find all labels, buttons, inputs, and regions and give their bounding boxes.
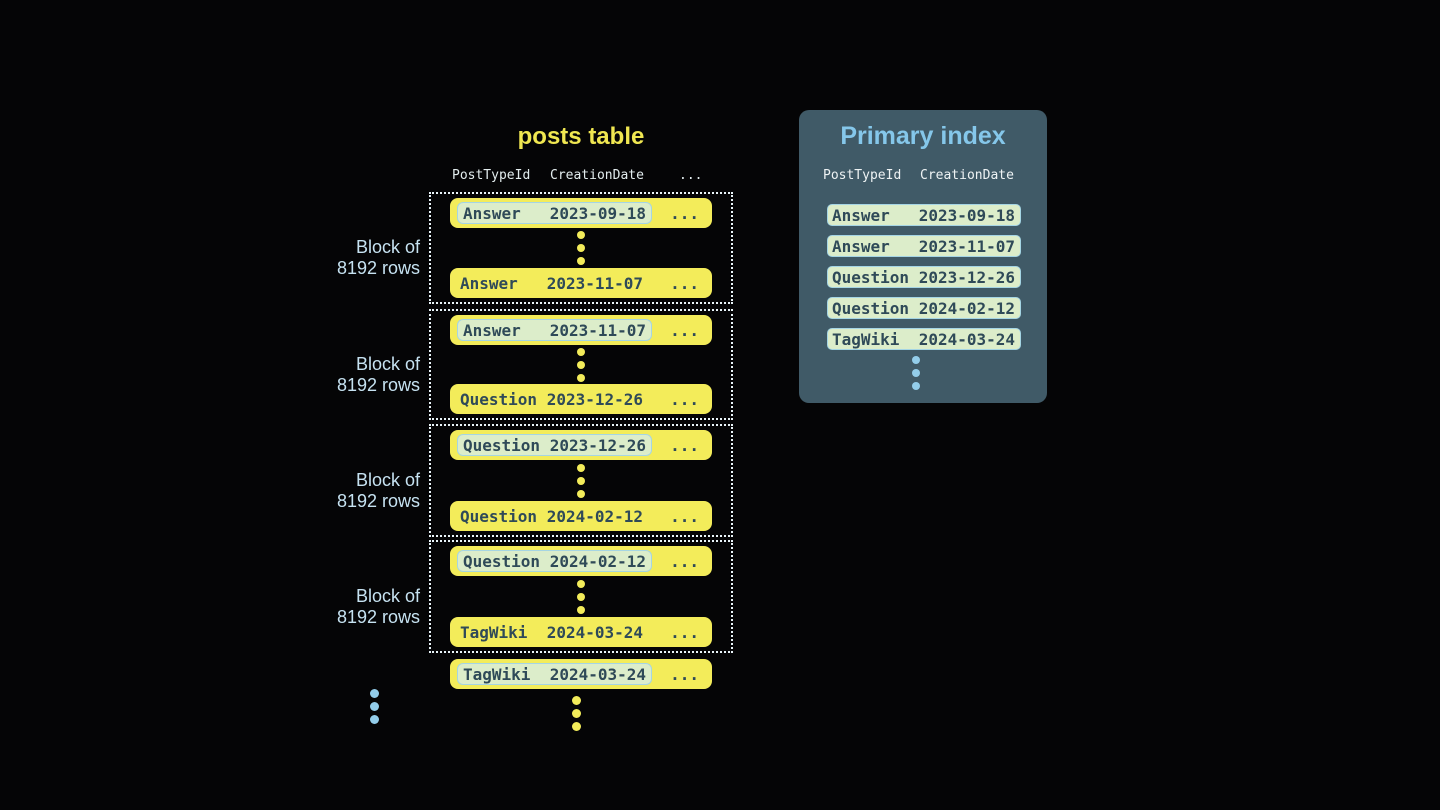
more-rows-dots: [572, 694, 581, 733]
index-entry: Question 2024-02-12: [827, 297, 1021, 319]
indexed-row-highlight: TagWiki 2024-03-24: [457, 663, 653, 685]
continuation-dots: [577, 461, 585, 500]
block-8192-rows-1: Block of 8192 rows Answer 2023-09-18 ...…: [337, 192, 733, 304]
index-entry: Question 2023-12-26: [827, 266, 1021, 288]
block-label-line1: Block of: [355, 237, 420, 257]
more-index-entries-dots: [912, 353, 920, 392]
primary-index-panel: Primary index PostTypeId CreationDate An…: [799, 110, 1047, 403]
block-label-line2: 8192 rows: [336, 258, 420, 278]
primary-index-column-headers: PostTypeId CreationDate: [799, 168, 1047, 185]
table-row-last: Question 2024-02-12 ...: [450, 501, 712, 531]
primary-index-title: Primary index: [840, 122, 1006, 150]
row-value: Question 2023-12-26: [460, 389, 644, 409]
row-value: TagWiki 2024-03-24: [460, 622, 644, 642]
row-more-ellipsis: ...: [670, 622, 699, 642]
row-value: Answer 2023-11-07: [460, 273, 644, 293]
indexed-row-highlight: Answer 2023-11-07: [457, 319, 653, 341]
block-label-line1: Block of: [355, 353, 420, 374]
block-label: Block of 8192 rows: [337, 586, 420, 628]
block-label-line1: Block of: [355, 585, 420, 606]
continuation-dots: [577, 345, 585, 384]
row-more-ellipsis: ...: [670, 664, 699, 684]
block-8192-rows-3: Block of 8192 rows Question 2023-12-26 .…: [337, 424, 733, 537]
index-entry: TagWiki 2024-03-24: [827, 328, 1021, 350]
row-value: Answer 2023-11-07: [463, 320, 647, 340]
row-value: TagWiki 2024-03-24: [463, 664, 647, 684]
row-more-ellipsis: ...: [670, 551, 699, 571]
posts-table-title: posts table: [517, 123, 645, 150]
continuation-dots: [577, 229, 585, 268]
index-entry: Answer 2023-11-07: [827, 235, 1021, 257]
table-row-overflow: TagWiki 2024-03-24 ...: [450, 659, 712, 689]
row-more-ellipsis: ...: [670, 203, 699, 223]
block-label-line2: 8192 rows: [336, 490, 420, 511]
block-label-line2: 8192 rows: [336, 606, 420, 627]
column-header-creationdate: CreationDate: [550, 168, 644, 183]
block-8192-rows-4: Block of 8192 rows Question 2024-02-12 .…: [337, 540, 733, 653]
row-more-ellipsis: ...: [670, 389, 699, 409]
block-label: Block of 8192 rows: [337, 237, 420, 279]
row-more-ellipsis: ...: [670, 435, 699, 455]
row-more-ellipsis: ...: [670, 320, 699, 340]
row-value: Question 2023-12-26: [463, 435, 647, 455]
posts-table-column-headers: PostTypeId CreationDate ...: [452, 168, 714, 185]
more-blocks-dots: [370, 687, 379, 726]
table-row-last: Answer 2023-11-07 ...: [450, 268, 712, 298]
indexed-row-highlight: Answer 2023-09-18: [457, 202, 653, 224]
table-row-first: Question 2024-02-12 ...: [450, 546, 712, 576]
block-8192-rows-2: Block of 8192 rows Answer 2023-11-07 ...…: [337, 309, 733, 420]
row-more-ellipsis: ...: [670, 506, 699, 526]
block-label: Block of 8192 rows: [337, 354, 420, 396]
block-label-line2: 8192 rows: [336, 374, 420, 395]
table-row-first: Answer 2023-09-18 ...: [450, 198, 712, 228]
continuation-dots: [577, 577, 585, 616]
primary-index-entries: Answer 2023-09-18 Answer 2023-11-07 Ques…: [827, 204, 1021, 350]
block-label: Block of 8192 rows: [337, 470, 420, 512]
more-columns-ellipsis: ...: [679, 168, 703, 183]
column-header-creationdate: CreationDate: [920, 168, 1014, 183]
table-row-last: Question 2023-12-26 ...: [450, 384, 712, 414]
row-value: Question 2024-02-12: [463, 551, 647, 571]
block-label-line1: Block of: [355, 469, 420, 490]
column-header-posttypeid: PostTypeId: [823, 168, 902, 183]
row-value: Question 2024-02-12: [460, 506, 644, 526]
index-entry: Answer 2023-09-18: [827, 204, 1021, 226]
indexed-row-highlight: Question 2023-12-26: [457, 434, 653, 456]
row-more-ellipsis: ...: [670, 273, 699, 293]
indexed-row-highlight: Question 2024-02-12: [457, 550, 653, 572]
table-row-last: TagWiki 2024-03-24 ...: [450, 617, 712, 647]
row-value: Answer 2023-09-18: [463, 203, 647, 223]
table-row-first: Answer 2023-11-07 ...: [450, 315, 712, 345]
table-row-first: Question 2023-12-26 ...: [450, 430, 712, 460]
column-header-posttypeid: PostTypeId: [452, 168, 531, 183]
